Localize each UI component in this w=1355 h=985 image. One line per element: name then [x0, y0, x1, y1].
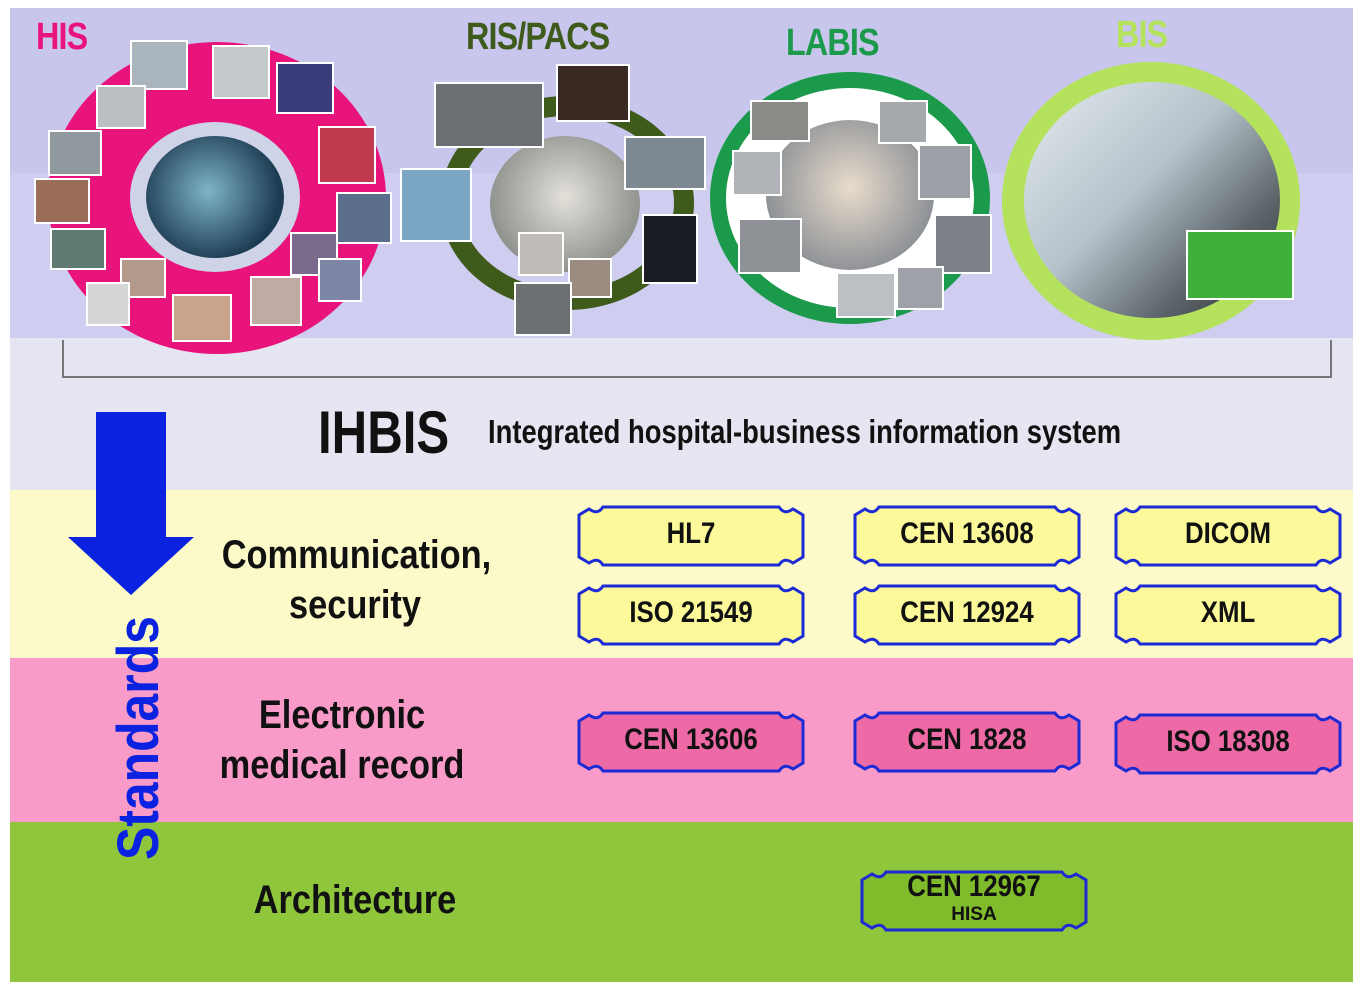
labis-photo — [750, 100, 810, 142]
labis-photo — [934, 214, 992, 274]
labis-photo — [738, 218, 802, 274]
standard-badge-cen1828[interactable]: CEN 1828 — [851, 709, 1083, 775]
standard-badge-iso18308[interactable]: ISO 18308 — [1112, 711, 1344, 777]
standards-label: Standards — [106, 616, 171, 860]
architecture-band — [10, 822, 1353, 982]
standard-name: XML — [1200, 596, 1256, 629]
his-photo — [250, 276, 302, 326]
labis-photo — [732, 150, 782, 196]
his-photo — [276, 62, 334, 114]
standard-name: CEN 1828 — [907, 723, 1027, 756]
rispacs-photo — [642, 214, 698, 284]
row-label-line: Communication, — [221, 533, 492, 577]
his-photo — [290, 232, 338, 276]
his-photo — [130, 40, 188, 90]
system-label-rispacs: RIS/PACS — [466, 16, 610, 58]
rispacs-photo — [568, 258, 612, 298]
his-photo — [212, 45, 270, 99]
row-label-emr: Electronic medical record — [213, 690, 471, 790]
rispacs-photo — [514, 282, 572, 336]
standard-badge-cen12967[interactable]: CEN 12967 HISA — [858, 868, 1090, 934]
row-label-line: Architecture — [253, 878, 457, 922]
standard-name: HL7 — [666, 517, 716, 550]
ihbis-band — [10, 338, 1353, 490]
systems-bracket — [62, 340, 1332, 378]
his-photo — [48, 130, 102, 176]
standard-badge-iso21549[interactable]: ISO 21549 — [575, 582, 807, 648]
labis-photo — [918, 144, 972, 200]
his-photo — [96, 85, 146, 129]
row-label-line: medical record — [219, 743, 465, 787]
standard-name: CEN 12924 — [900, 596, 1034, 629]
rispacs-center-photo — [490, 136, 640, 272]
labis-photo — [878, 100, 928, 144]
row-label-communication: Communication, security — [221, 530, 492, 630]
rispacs-photo — [400, 168, 472, 242]
standard-subname: HISA — [951, 904, 997, 925]
his-photo — [336, 192, 392, 244]
ihbis-acronym: IHBIS — [318, 399, 450, 466]
standard-name: CEN 13606 — [624, 723, 758, 756]
row-label-line: Electronic — [258, 693, 426, 737]
standard-name: ISO 18308 — [1166, 725, 1290, 758]
bis-keyboard-photo — [1186, 230, 1294, 300]
standard-badge-dicom[interactable]: DICOM — [1112, 503, 1344, 569]
rispacs-photo — [624, 136, 706, 190]
his-photo — [318, 126, 376, 184]
system-label-bis: BIS — [1116, 14, 1168, 56]
standard-badge-cen13608[interactable]: CEN 13608 — [851, 503, 1083, 569]
standard-name: DICOM — [1185, 517, 1271, 550]
rispacs-photo — [434, 82, 544, 148]
standard-badge-cen12924[interactable]: CEN 12924 — [851, 582, 1083, 648]
his-photo — [50, 228, 106, 270]
standard-badge-xml[interactable]: XML — [1112, 582, 1344, 648]
row-label-line: security — [289, 583, 421, 627]
his-photo — [86, 282, 130, 326]
standard-name: CEN 13608 — [900, 517, 1034, 550]
row-label-architecture: Architecture — [222, 875, 489, 925]
his-photo — [318, 258, 362, 302]
system-label-his: HIS — [36, 16, 88, 58]
standard-name: CEN 12967 — [907, 870, 1041, 903]
standards-arrow-icon — [68, 412, 194, 595]
rispacs-photo — [518, 232, 564, 276]
his-center-photo — [146, 136, 284, 258]
rispacs-photo — [556, 64, 630, 122]
his-photo — [34, 178, 90, 224]
labis-photo — [836, 272, 896, 318]
his-photo — [172, 294, 232, 342]
standard-name: ISO 21549 — [629, 596, 753, 629]
ihbis-full-name: Integrated hospital-business information… — [488, 413, 1122, 450]
labis-photo — [896, 266, 944, 310]
standard-badge-hl7[interactable]: HL7 — [575, 503, 807, 569]
system-label-labis: LABIS — [786, 22, 880, 64]
standard-badge-cen13606[interactable]: CEN 13606 — [575, 709, 807, 775]
